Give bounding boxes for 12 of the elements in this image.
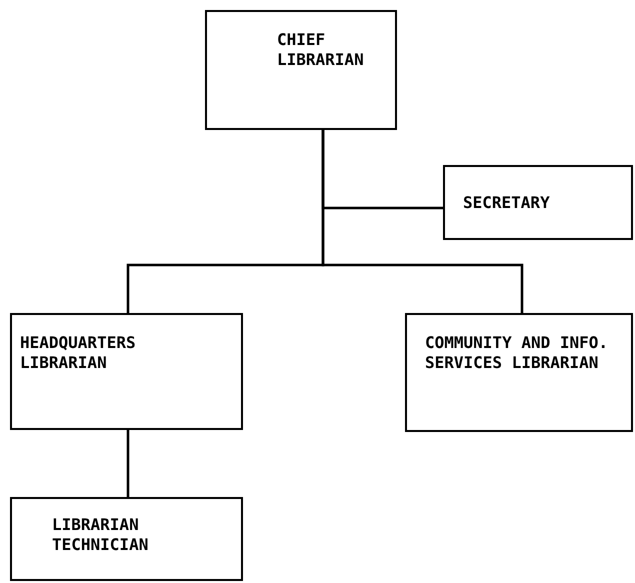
position-title: SECRETARY [463, 193, 551, 213]
org-box [10, 497, 243, 581]
connector-line [322, 130, 524, 313]
org-box [10, 313, 243, 430]
position-title: HEADQUARTERS LIBRARIAN [20, 333, 137, 373]
org-box [405, 313, 633, 432]
position-title: LIBRARIAN TECHNICIAN [52, 515, 150, 555]
org-box [205, 10, 397, 130]
connector-line [126, 430, 130, 497]
org-box [443, 165, 633, 240]
position-title: COMMUNITY AND INFO. SERVICES LIBRARIAN [425, 333, 610, 373]
position-title: CHIEF LIBRARIAN [277, 30, 365, 70]
